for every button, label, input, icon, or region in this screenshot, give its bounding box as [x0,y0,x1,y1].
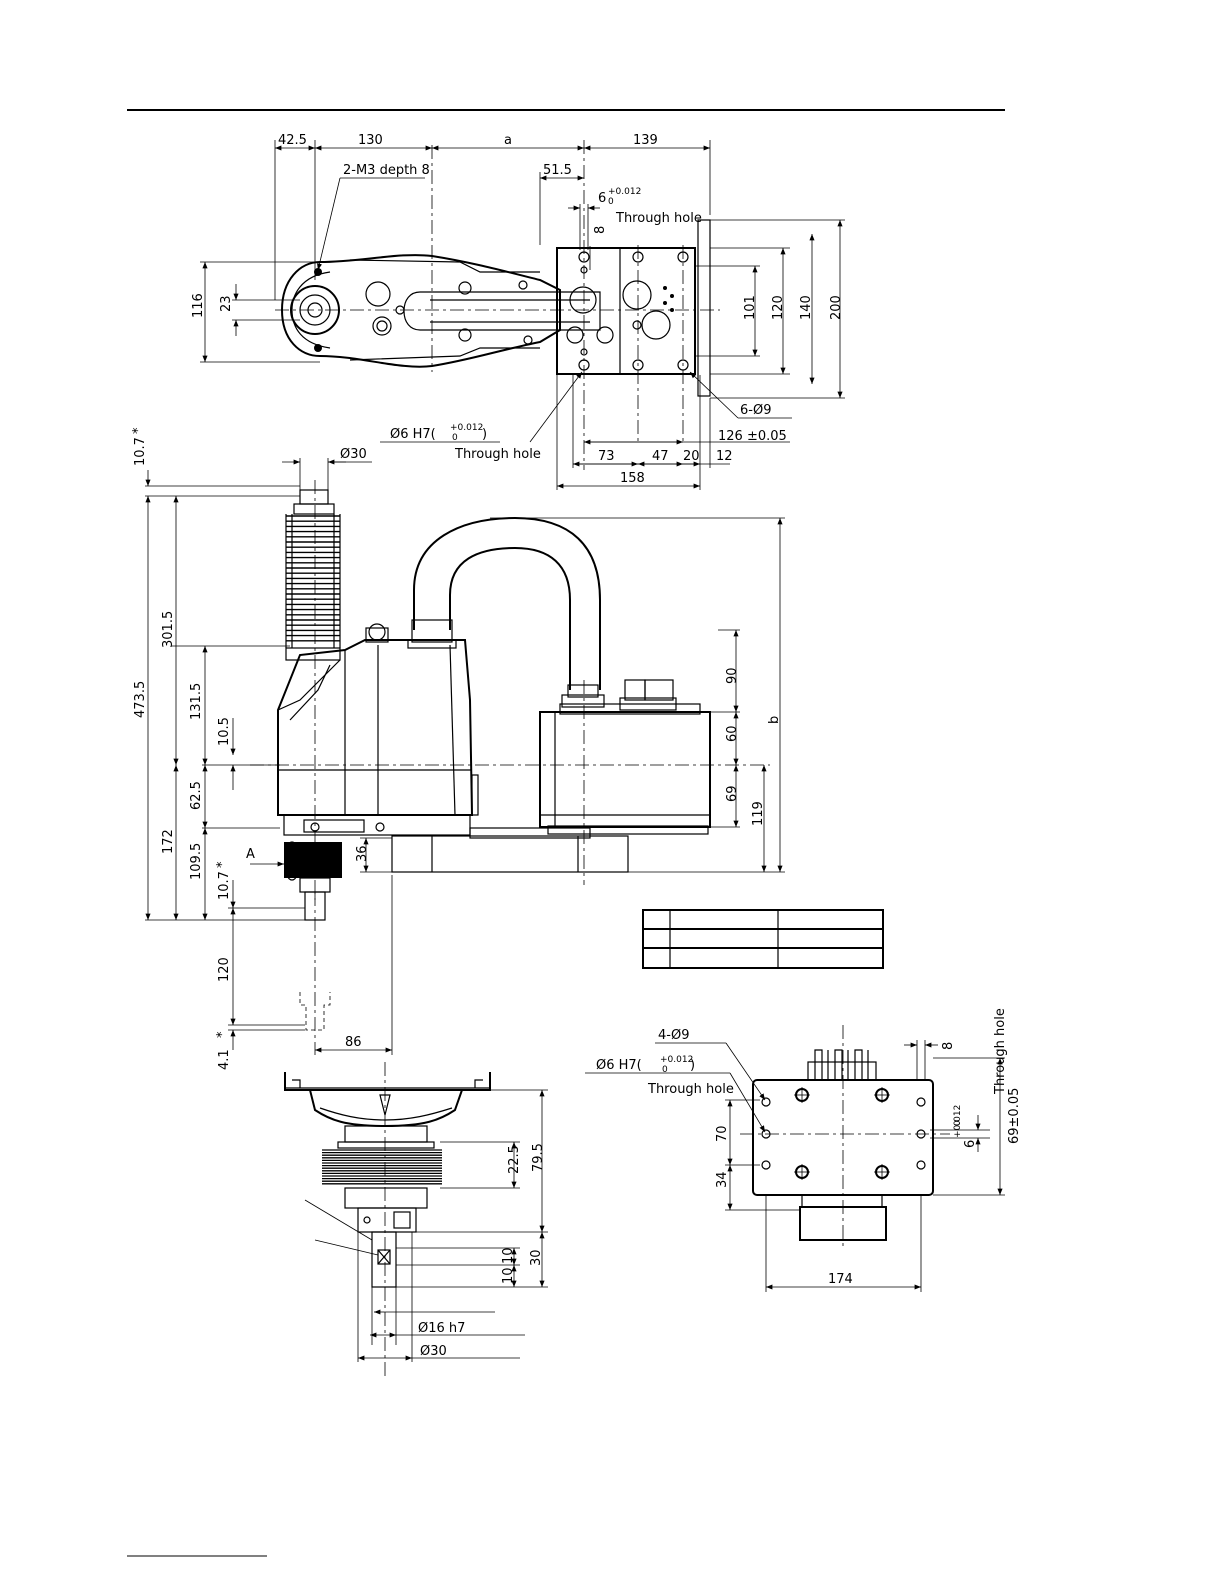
dim-36: 36 [355,845,370,862]
dim-126: 126 ±0.05 [718,429,787,444]
base-view: 4-Ø9 Ø6 H7( +0.012 0 ) Through hole 8 Th… [585,1008,1022,1292]
dim-174: 174 [828,1272,853,1287]
dim-22-5: 22.5 [507,1145,522,1174]
dim-34: 34 [715,1171,730,1188]
dim-119: 119 [751,801,766,826]
dim-139: 139 [633,133,658,148]
dim-79-5: 79.5 [531,1143,546,1172]
note-hole6-base-tol-up: +0.012 [953,1105,963,1138]
dim-200: 200 [829,295,844,320]
spec-table [642,909,884,969]
dim-172: 172 [161,829,176,854]
dim-23: 23 [219,295,234,312]
dim-62-5: 62.5 [189,781,204,810]
dim-30: 30 [529,1249,544,1266]
dim-10-7-top: 10.7 [133,437,148,466]
dim-8: 8 [593,226,608,234]
note-through-hole-2: Through hole [454,447,541,462]
dim-73: 73 [598,449,615,464]
dim-dia-30-top: Ø30 [340,447,367,462]
note-pin-tol-dn: 0 [452,433,458,443]
note-pin-base-close: ) [690,1058,695,1073]
dim-12: 12 [716,449,733,464]
dim-10-a: 10 [501,1247,516,1264]
dim-69: 69 [725,785,740,802]
dim-b: b [767,716,782,724]
side-view: A 1 [131,427,785,1070]
dim-120: 120 [771,295,786,320]
dim-140: 140 [799,295,814,320]
dim-10-7-bottom: 10.7 [217,871,232,900]
note-pin-base-tol-dn: 0 [662,1065,668,1075]
dim-86: 86 [345,1035,362,1050]
dim-130: 130 [358,133,383,148]
dim-star-bottom: * [215,1031,230,1038]
note-pin-close: ) [482,427,487,442]
dim-131-5: 131.5 [189,683,204,720]
dim-10-5: 10.5 [217,717,232,746]
dim-a: a [504,133,512,148]
dim-109-5: 109.5 [189,843,204,880]
dim-51-5: 51.5 [543,163,572,178]
dim-47: 47 [652,449,669,464]
dim-star-top: * [131,427,146,434]
dim-4-1: 4.1 [217,1049,232,1070]
note-through-hole: Through hole [615,211,702,226]
note-pin-base: Ø6 H7( [596,1058,642,1073]
note-4-holes: 4-Ø9 [658,1028,689,1043]
dim-120-stroke: 120 [217,957,232,982]
dim-8-base: 8 [941,1042,956,1050]
dim-70: 70 [715,1125,730,1142]
note-hole6-base-tol-dn: 0 [953,1120,963,1126]
dim-69-base: 69±0.05 [1007,1088,1022,1144]
dim-301-5: 301.5 [161,611,176,648]
top-view: 42.5 130 a 139 51.5 2-M3 depth 8 6 +0.01… [191,133,845,490]
dim-116: 116 [191,293,206,318]
note-hole6-base: 6 [963,1140,978,1148]
dim-10-b: 10 [501,1267,516,1284]
note-pin-tol-up: +0.012 [450,423,483,433]
dim-dia-30: Ø30 [420,1344,447,1359]
dim-158: 158 [620,471,645,486]
dim-90: 90 [725,667,740,684]
note-pin: Ø6 H7( [390,427,436,442]
dim-star-mid: * [215,861,230,868]
note-hole6-tol-up: +0.012 [608,187,641,197]
note-6-holes: 6-Ø9 [740,403,771,418]
arrow-a-label: A [246,847,255,862]
note-hole6-tol-dn: 0 [608,197,614,207]
dim-473-5: 473.5 [133,681,148,718]
note-pin-base-tol-up: +0.012 [660,1055,693,1065]
detail-view: 22.5 79.5 30 10 10 Ø16 h7 Ø30 [284,1062,548,1380]
note-through-hole-base-2: Through hole [993,1008,1008,1095]
dim-42-5: 42.5 [278,133,307,148]
dim-20: 20 [683,449,700,464]
note-through-hole-base: Through hole [647,1082,734,1097]
note-m3: 2-M3 depth 8 [343,163,430,178]
dim-dia-16: Ø16 h7 [418,1321,465,1336]
dim-60: 60 [725,725,740,742]
note-hole6: 6 [598,191,606,206]
dim-101: 101 [743,295,758,320]
